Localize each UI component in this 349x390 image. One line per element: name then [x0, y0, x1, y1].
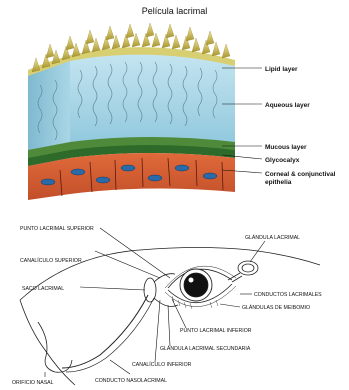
lacrimal-gland — [238, 261, 258, 275]
label-glandulas-meibomio: GLÁNDULAS DE MEIBOMIO — [242, 304, 310, 311]
tear-film-block — [28, 23, 235, 200]
label-glandula-lacrimal: GLÁNDULA LACRIMAL — [245, 234, 300, 241]
label-canaliculo-inferior: CANALÍCULO INFERIOR — [132, 361, 192, 368]
label-glandula-secundaria: GLÁNDULA LACRIMAL SECUNDARIA — [160, 345, 251, 352]
label-glycocalyx: Glycocalyx — [265, 157, 300, 164]
label-conducto-nasolacrimal: CONDUCTO NASOLACRIMAL — [95, 378, 167, 384]
aqueous-layer — [70, 49, 235, 150]
label-lipid-layer: Lipid layer — [265, 66, 298, 73]
nasolacrimal-duct — [62, 295, 148, 368]
pupil — [184, 273, 208, 297]
label-orificio-nasal: ORIFICIO NASAL — [12, 380, 54, 386]
label-mucous-layer: Mucous layer — [265, 144, 307, 151]
canaliculus-inferior — [154, 298, 178, 306]
label-epithelia-line2: epithelia — [265, 179, 292, 186]
label-punto-lacrimal-inferior: PUNTO LACRIMAL INFERIOR — [180, 328, 252, 334]
label-saco-lacrimal: SACO LACRIMAL — [22, 286, 64, 292]
label-punto-lacrimal-superior: PUNTO LACRIMAL SUPERIOR — [20, 226, 94, 232]
label-epithelia-line1: Corneal & conjunctival — [265, 171, 336, 178]
label-conductos-lacrimales: CONDUCTOS LACRIMALES — [254, 292, 322, 298]
label-canaliculo-superior: CANALÍCULO SUPERIOR — [20, 257, 82, 264]
label-aqueous-layer: Aqueous layer — [265, 102, 310, 109]
lacrimal-leaders — [45, 228, 265, 377]
